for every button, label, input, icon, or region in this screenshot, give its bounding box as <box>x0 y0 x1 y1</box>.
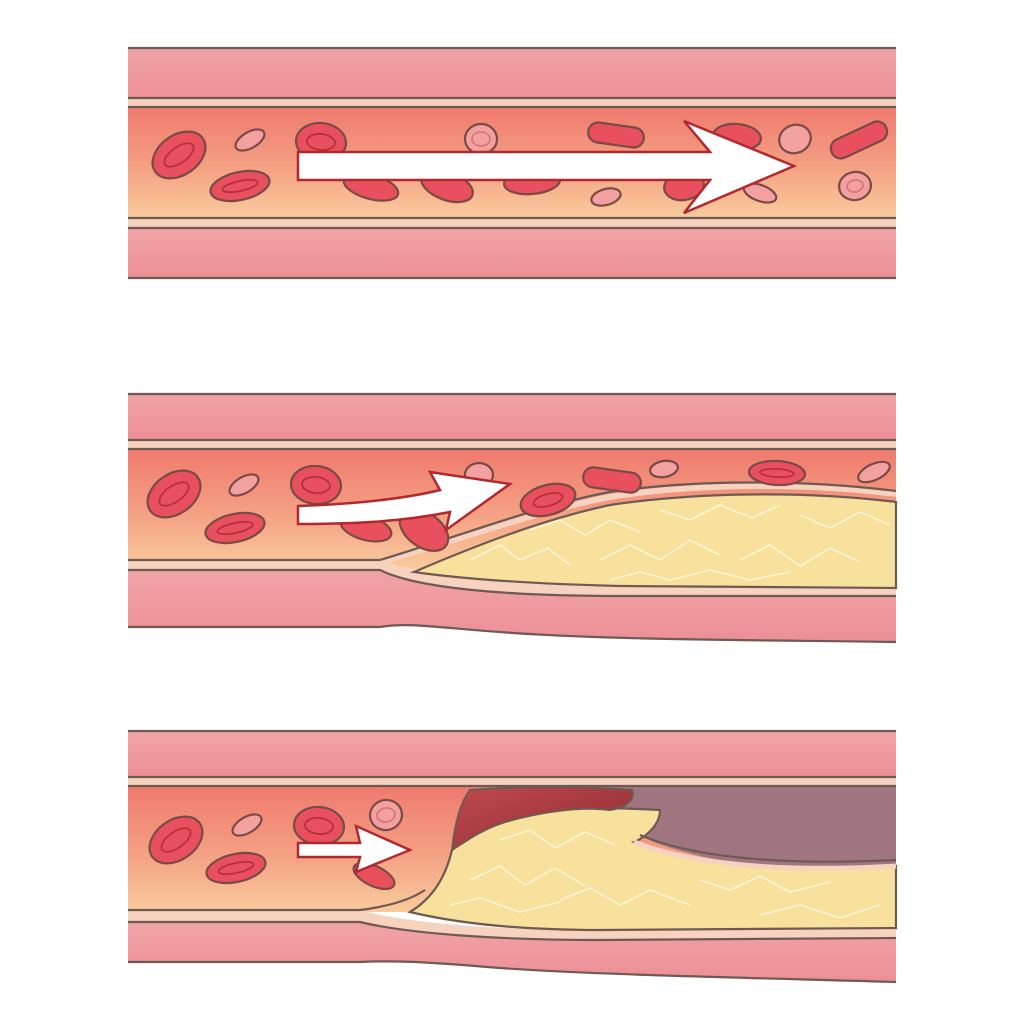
plaque-texture <box>449 829 881 919</box>
red-blood-cell <box>151 130 207 180</box>
lower-vessel-wall <box>128 570 896 642</box>
upper-vessel-wall <box>128 731 896 779</box>
curved-arrow-icon <box>296 470 514 533</box>
thrombus <box>450 786 634 852</box>
plaque-texture <box>469 504 891 581</box>
lower-vessel-wall <box>128 922 896 982</box>
lower-intima <box>128 910 896 940</box>
red-blood-cells <box>146 459 891 552</box>
upper-intima <box>128 777 896 786</box>
red-blood-cells <box>148 798 404 891</box>
red-blood-cell <box>829 120 889 160</box>
long-straight-arrow-icon <box>296 119 798 215</box>
fibrous-cap <box>633 839 897 871</box>
short-arrow-icon <box>296 823 414 875</box>
red-blood-cell <box>368 798 404 832</box>
red-blood-cell <box>231 813 263 837</box>
red-blood-cell <box>519 482 577 518</box>
upper-intima <box>128 98 896 107</box>
red-blood-cell <box>228 473 260 497</box>
fatty-plaque <box>409 493 898 590</box>
fibrous-cap <box>379 483 897 565</box>
red-blood-cell <box>209 169 271 203</box>
red-blood-cell <box>582 466 642 494</box>
panel-blocked-artery <box>128 729 898 984</box>
red-blood-cell <box>590 187 622 207</box>
red-blood-cell <box>205 851 267 885</box>
red-blood-cell <box>234 128 266 152</box>
red-blood-cell <box>857 460 891 484</box>
red-blood-cell <box>778 123 812 155</box>
red-blood-cell <box>747 459 807 487</box>
red-blood-cell <box>204 511 266 545</box>
panel-healthy-artery <box>128 46 896 280</box>
red-blood-cell <box>463 122 499 156</box>
red-blood-cell <box>649 459 679 479</box>
lower-vessel-wall <box>128 228 896 278</box>
lower-intima <box>128 218 896 228</box>
upper-intima <box>128 440 896 449</box>
red-blood-cell <box>148 815 204 865</box>
red-blood-cell <box>146 469 202 519</box>
upper-vessel-wall <box>128 48 896 100</box>
upper-vessel-wall <box>128 394 896 442</box>
panel-narrowed-artery <box>128 392 898 644</box>
red-blood-cell <box>587 121 645 149</box>
occlusion-cavity <box>600 786 896 870</box>
red-blood-cell <box>837 170 873 202</box>
